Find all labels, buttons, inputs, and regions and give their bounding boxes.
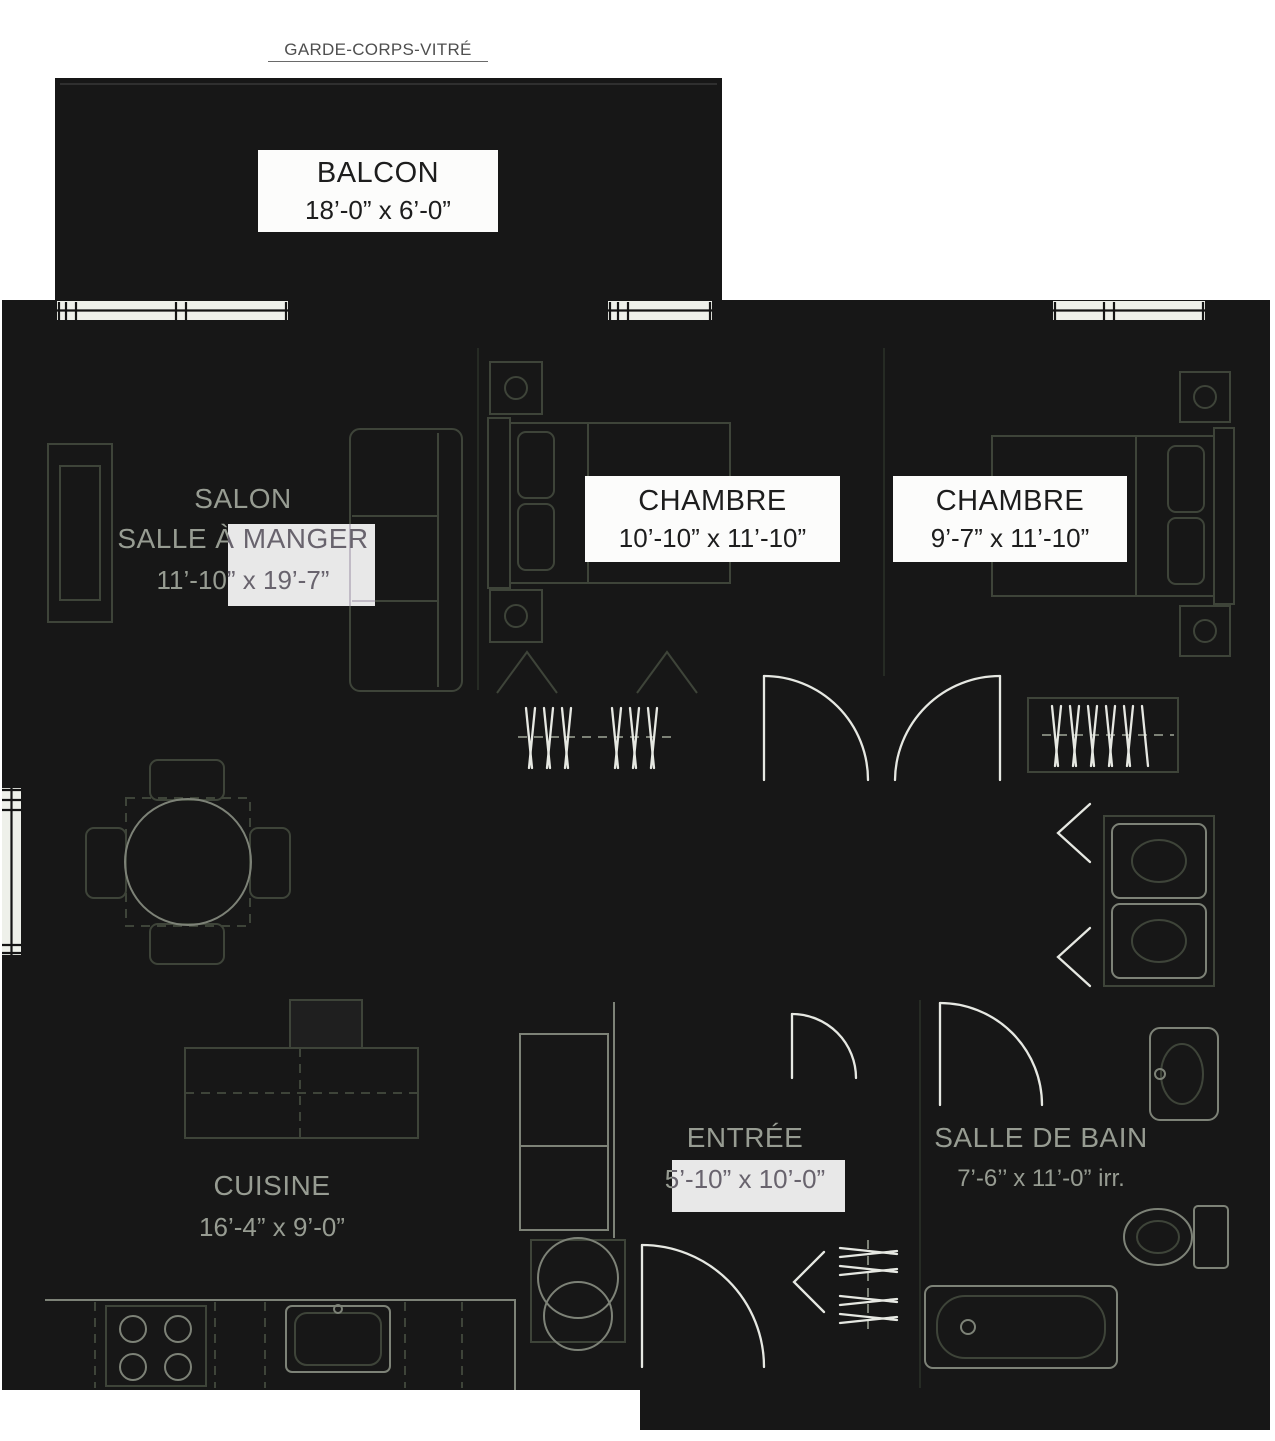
- cabinet-divisions: [94, 1302, 463, 1388]
- dining-table: [85, 759, 291, 965]
- salon-name-line2: SALLE À MANGER: [117, 523, 369, 554]
- closet-chambre2: [1042, 704, 1174, 768]
- interior-wall-lines: [477, 348, 921, 1388]
- nightstand: [1179, 371, 1231, 423]
- entree-label: ENTRÉE 5’-10” x 10’-0”: [625, 1118, 865, 1200]
- island-block: [289, 999, 363, 1049]
- cuisine-label: CUISINE 16’-4” x 9’-0”: [152, 1166, 392, 1248]
- nightstand: [489, 589, 543, 643]
- chevron-left-icon: [792, 1250, 826, 1314]
- pillow: [517, 503, 555, 571]
- salon-dims: 11’-10” x 19’-7”: [156, 565, 330, 595]
- counter-edge: [45, 1299, 516, 1390]
- entree-name: ENTRÉE: [686, 1122, 804, 1153]
- chevron-left-icon: [1056, 802, 1092, 864]
- bathroom-fixtures: [924, 802, 1229, 1369]
- balcon-label: BALCON 18’-0” x 6’-0”: [258, 150, 498, 232]
- windows: [2, 301, 1205, 955]
- closet-chambre1: [518, 706, 676, 770]
- hanger-icons: [524, 706, 659, 770]
- door-chambre2-icon: [893, 674, 1002, 782]
- window-salon-icon: [57, 301, 288, 320]
- bathroom-sink-icon: [1149, 1027, 1219, 1121]
- door-hall-icon: [790, 1012, 858, 1080]
- bifold-door-icon: [636, 650, 698, 694]
- cuisine-dims: 16’-4” x 9’-0”: [199, 1212, 345, 1242]
- railing-label: GARDE-CORPS-VITRÉ: [268, 40, 488, 62]
- toilet-icon: [1123, 1205, 1229, 1269]
- washer-dryer-icon: [530, 1237, 626, 1351]
- chevron-left-icon: [1056, 926, 1092, 988]
- salle-de-bain-label: SALLE DE BAIN 7’-6’’ x 11’-0” irr.: [905, 1118, 1177, 1200]
- kitchen-sink-icon: [285, 1304, 391, 1373]
- stove-icon: [105, 1305, 207, 1387]
- tv-console-inner: [59, 465, 101, 601]
- salon-furniture: [47, 428, 463, 965]
- chambre2-name: CHAMBRE: [935, 485, 1085, 517]
- cuisine-name: CUISINE: [213, 1170, 331, 1201]
- balcon-name: BALCON: [316, 157, 440, 189]
- bifold-door-icon: [496, 650, 558, 694]
- chambre1-label: CHAMBRE 10’-10” x 11’-10”: [585, 476, 840, 562]
- entree-dims: 5’-10” x 10’-0”: [664, 1164, 826, 1194]
- hanger-icons: [1050, 704, 1150, 768]
- pillow: [517, 431, 555, 499]
- salon-name-line1: SALON: [194, 483, 292, 514]
- chambre1-name: CHAMBRE: [638, 485, 787, 517]
- balcon-dims: 18’-0” x 6’-0”: [305, 195, 451, 225]
- tv-console: [47, 443, 113, 623]
- nightstand: [489, 361, 543, 415]
- door-bathroom-icon: [938, 1001, 1044, 1107]
- window-chambre1-icon: [608, 301, 712, 320]
- bathtub-icon: [924, 1285, 1118, 1369]
- salle-de-bain-name: SALLE DE BAIN: [934, 1122, 1148, 1153]
- door-entry-icon: [640, 1243, 766, 1369]
- chambre2-dims: 9’-7” x 11’-10”: [930, 523, 1090, 553]
- door-chambre1-icon: [762, 674, 870, 782]
- closet-entree: [792, 1240, 899, 1332]
- apartment-body: [2, 300, 1270, 1430]
- double-vanity: [1103, 815, 1215, 987]
- pillow: [1167, 517, 1205, 585]
- kitchen-fixtures: [45, 999, 615, 1390]
- salon-label: SALON SALLE À MANGER 11’-10” x 19’-7”: [104, 479, 382, 601]
- fridge-icon: [519, 1033, 609, 1231]
- window-left-icon: [2, 788, 21, 955]
- salle-de-bain-dims: 7’-6’’ x 11’-0” irr.: [957, 1165, 1125, 1192]
- chambre2-label: CHAMBRE 9’-7” x 11’-10”: [893, 476, 1127, 562]
- kitchen-island: [184, 999, 419, 1139]
- window-chambre2-icon: [1053, 301, 1205, 320]
- chambre1-dims: 10’-10” x 11’-10”: [618, 523, 807, 553]
- nightstand: [1179, 605, 1231, 657]
- hanger-icons: [838, 1246, 899, 1325]
- pillow: [1167, 445, 1205, 513]
- door-swings: [640, 674, 1044, 1369]
- closet-outline: [1027, 697, 1179, 773]
